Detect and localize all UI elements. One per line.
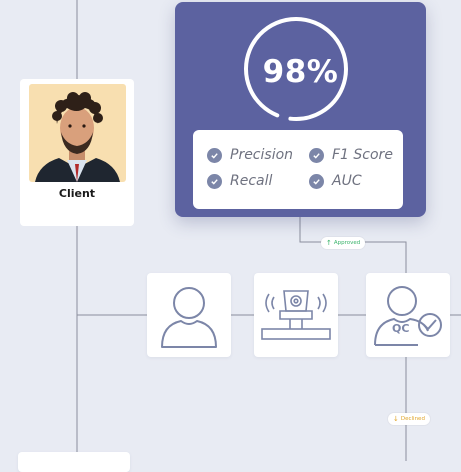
metrics-list: Precision F1 Score Recall AUC bbox=[193, 130, 403, 209]
qc-node[interactable]: QC bbox=[366, 273, 450, 357]
metric-f1-score: F1 Score bbox=[309, 147, 393, 163]
approved-badge: ↑ Approved bbox=[321, 237, 366, 249]
qc-user-icon: QC bbox=[374, 286, 442, 346]
client-label: Client bbox=[58, 187, 96, 200]
client-card[interactable]: Client bbox=[20, 79, 134, 226]
qc-text: QC bbox=[392, 322, 409, 335]
check-circle-icon bbox=[309, 173, 324, 189]
metric-label: F1 Score bbox=[332, 147, 393, 163]
approved-label: Approved bbox=[333, 240, 361, 246]
metric-precision: Precision bbox=[207, 147, 293, 163]
metric-label: AUC bbox=[332, 173, 362, 189]
arrow-down-icon: ↓ bbox=[393, 415, 399, 423]
metric-label: Precision bbox=[230, 147, 294, 163]
partial-card bbox=[18, 452, 130, 472]
check-circle-icon bbox=[309, 147, 324, 163]
user-node[interactable] bbox=[147, 273, 231, 357]
scanner-node[interactable] bbox=[254, 273, 338, 357]
check-circle-icon bbox=[207, 173, 222, 189]
metric-auc: AUC bbox=[309, 173, 362, 189]
client-avatar bbox=[29, 84, 126, 182]
check-circle-icon bbox=[207, 147, 222, 163]
arrow-up-icon: ↑ bbox=[326, 239, 332, 247]
declined-label: Declined bbox=[400, 416, 425, 422]
metric-recall: Recall bbox=[207, 173, 272, 189]
accuracy-ring bbox=[244, 16, 348, 121]
declined-badge: ↓ Declined bbox=[388, 413, 430, 425]
scanner-icon bbox=[261, 290, 331, 340]
metrics-card: 98% Precision F1 Score Recall AUC bbox=[175, 2, 426, 217]
metric-label: Recall bbox=[230, 173, 273, 189]
accuracy-value: 98% bbox=[262, 54, 339, 90]
user-icon bbox=[161, 287, 217, 348]
